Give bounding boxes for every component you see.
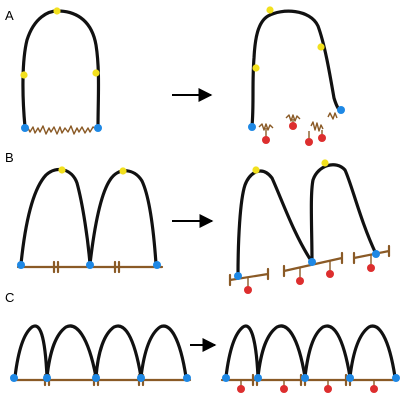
red-dot bbox=[262, 136, 270, 144]
loop bbox=[21, 9, 101, 129]
panel-c bbox=[10, 324, 400, 393]
panel-b-before bbox=[16, 166, 164, 274]
loop bbox=[348, 324, 397, 379]
blue-dot bbox=[137, 374, 145, 382]
blue-dot bbox=[254, 374, 262, 382]
blue-dot bbox=[94, 124, 102, 132]
blue-dot bbox=[248, 123, 256, 131]
yellow-dot bbox=[53, 7, 61, 15]
blue-dot bbox=[21, 124, 29, 132]
panel-b bbox=[16, 159, 391, 294]
panel-b-after bbox=[228, 159, 391, 294]
red-dot bbox=[367, 264, 375, 272]
red-dot bbox=[370, 385, 378, 393]
blue-dot bbox=[183, 374, 191, 382]
loop bbox=[13, 324, 49, 379]
blue-dot bbox=[234, 272, 242, 280]
loop bbox=[94, 324, 143, 379]
yellow-dot bbox=[119, 167, 127, 175]
panel-c-before bbox=[10, 324, 192, 387]
red-dot bbox=[289, 122, 297, 130]
panel-a bbox=[20, 6, 345, 146]
yellow-dot bbox=[321, 159, 329, 167]
blue-dot bbox=[43, 374, 51, 382]
fragment-scribble bbox=[285, 114, 301, 122]
blue-dot bbox=[372, 250, 380, 258]
blue-dot bbox=[153, 261, 161, 269]
blue-dot bbox=[337, 106, 345, 114]
blue-dot bbox=[222, 374, 230, 382]
junction-mark bbox=[52, 260, 121, 274]
panel-a-before bbox=[20, 7, 102, 135]
base-scribble bbox=[24, 125, 99, 135]
red-dot bbox=[318, 134, 326, 142]
yellow-dot bbox=[92, 69, 100, 77]
yellow-dot bbox=[58, 166, 66, 174]
red-dot bbox=[296, 277, 304, 285]
blue-dot bbox=[346, 374, 354, 382]
loop bbox=[309, 163, 378, 264]
blue-dot bbox=[92, 374, 100, 382]
blue-dot bbox=[17, 261, 25, 269]
loop bbox=[250, 9, 344, 128]
blue-dot bbox=[308, 258, 316, 266]
fragment-scribble bbox=[310, 121, 324, 132]
yellow-dot bbox=[20, 71, 28, 79]
yellow-dot bbox=[266, 6, 274, 14]
fragment-scribble bbox=[327, 112, 338, 120]
panel-label-b: B bbox=[5, 150, 14, 165]
red-dot bbox=[326, 270, 334, 278]
red-dot bbox=[280, 385, 288, 393]
panel-a-after bbox=[248, 6, 345, 146]
panel-label-c: C bbox=[5, 290, 14, 305]
red-dot bbox=[244, 286, 252, 294]
loop bbox=[19, 167, 92, 266]
panel-c-after bbox=[220, 324, 400, 393]
loop bbox=[303, 324, 352, 379]
yellow-dot bbox=[317, 43, 325, 51]
loop bbox=[139, 324, 188, 379]
yellow-dot bbox=[252, 166, 260, 174]
red-dot bbox=[305, 138, 313, 146]
blue-dot bbox=[301, 374, 309, 382]
loop bbox=[45, 324, 98, 379]
red-dot bbox=[324, 385, 332, 393]
red-dot bbox=[237, 385, 245, 393]
panel-label-a: A bbox=[5, 8, 14, 23]
blue-dot bbox=[86, 261, 94, 269]
loop bbox=[256, 324, 307, 379]
loop bbox=[236, 169, 314, 278]
loop bbox=[88, 169, 158, 266]
fragment-scribble bbox=[258, 123, 274, 131]
loop bbox=[224, 324, 260, 379]
blue-dot bbox=[392, 374, 400, 382]
blue-dot bbox=[10, 374, 18, 382]
fragment-bar bbox=[352, 244, 391, 265]
yellow-dot bbox=[252, 64, 260, 72]
